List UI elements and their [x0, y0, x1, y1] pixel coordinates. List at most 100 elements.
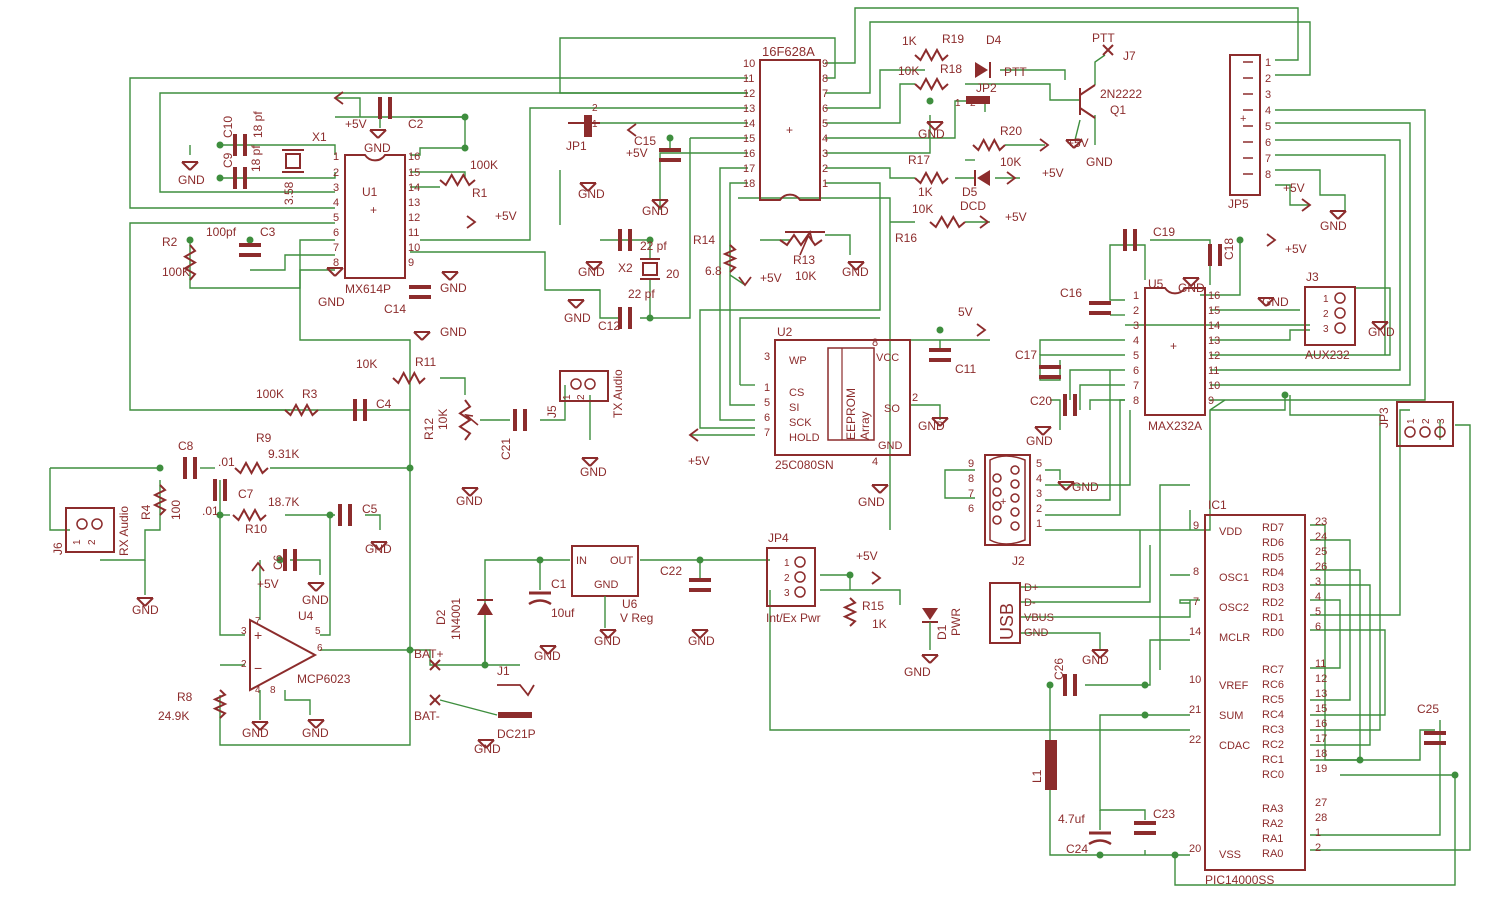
bat-minus-label: BAT- — [414, 709, 440, 723]
c21-name: C21 — [499, 438, 513, 460]
c26-name: C26 — [1052, 658, 1066, 680]
resistor-symbol — [439, 173, 476, 187]
u1-pin: 1 — [333, 151, 339, 163]
db9-pin-hole — [1010, 507, 1020, 517]
ic1-pin: 12 — [1315, 673, 1327, 685]
u3-pin: 18 — [743, 178, 755, 190]
ic1-pin: 17 — [1315, 733, 1327, 745]
plus5v-label: +5V — [495, 209, 517, 223]
supply-arrows: +5V+5V+5V+5V+5V+5V+5V+5V+5V+5V+5V — [251, 91, 1312, 591]
capacitor-plate — [689, 578, 711, 582]
gnd-label: GND — [1026, 434, 1053, 448]
d1-name: D1 — [935, 624, 949, 640]
j3-header: J3 AUX232 1 2 3 — [1304, 270, 1356, 362]
ic1-pin-name: RC3 — [1262, 724, 1284, 736]
jp1-pin: 2 — [592, 103, 598, 114]
supply-arrow-icon — [688, 428, 699, 442]
ground-icon — [567, 299, 585, 309]
ic1-pin: 11 — [1315, 658, 1326, 670]
svg-text:+: + — [786, 123, 793, 137]
u2-pin-name: SCK — [789, 417, 812, 429]
u2-pin: 3 — [764, 351, 770, 363]
jp3-pin: 3 — [1436, 418, 1447, 424]
resistor-symbol — [212, 689, 228, 719]
ic1-pin-name: RD3 — [1262, 582, 1284, 594]
ic1-pin: 25 — [1315, 546, 1327, 558]
r15-value: 1K — [872, 617, 887, 631]
u2-pin-name: SI — [789, 402, 799, 414]
ground-symbols: GNDGNDGNDGNDGNDGNDGNDGNDGNDGNDGNDGNDGNDG… — [132, 121, 1395, 756]
r11-name: R11 — [415, 355, 436, 369]
j2-pin: 4 — [1036, 473, 1042, 485]
j3-name: J3 — [1306, 270, 1319, 284]
r12-name: R12 — [422, 418, 436, 440]
u2-value: 25C080SN — [775, 458, 834, 472]
u3-pin: 15 — [743, 133, 755, 145]
gnd-label: GND — [688, 634, 715, 648]
u1-pin: 14 — [408, 182, 420, 194]
u3-pin: 4 — [822, 133, 828, 145]
c9-name: C9 — [221, 152, 235, 168]
j2-pin: 1 — [1036, 518, 1042, 530]
ic1-pin-name: RC6 — [1262, 679, 1284, 691]
c16-name: C16 — [1060, 286, 1082, 300]
gnd-label: GND — [474, 742, 501, 756]
jp1-pin: 1 — [592, 119, 598, 130]
gnd-label: GND — [365, 542, 392, 556]
u2-pin: 5 — [764, 397, 770, 409]
r4-name: R4 — [139, 504, 153, 520]
u1-value: MX614P — [345, 282, 391, 296]
ic1-pin-name: VSS — [1219, 849, 1241, 861]
supply-arrow-icon — [1039, 138, 1050, 152]
c9-value: 18 pf — [249, 145, 263, 172]
u4-pin: 6 — [317, 643, 323, 654]
c3-value: 100pf — [206, 225, 237, 239]
db9-pin-hole — [1010, 479, 1020, 489]
j5-name: J5 — [545, 405, 559, 418]
gnd-label: GND — [564, 311, 591, 325]
svg-text:+: + — [254, 627, 262, 643]
svg-text:+: + — [370, 203, 377, 217]
ic1-pin-name: VDD — [1219, 526, 1242, 538]
gnd-label: GND — [918, 127, 945, 141]
supply-arrow-icon — [1006, 171, 1017, 185]
j1-name: J1 — [497, 664, 510, 678]
u3-pin: 7 — [822, 88, 828, 100]
u3-pin: 3 — [822, 148, 828, 160]
capacitor-plate — [689, 588, 711, 592]
jp5-name: JP5 — [1228, 197, 1249, 211]
db9-pin-hole — [1010, 465, 1020, 475]
j1-value: DC21P — [497, 727, 536, 741]
d1-led: D1 PWR — [922, 608, 963, 650]
u5-name: U5 — [1148, 277, 1164, 291]
u2-pin-name: HOLD — [789, 432, 820, 444]
resistor-symbol — [183, 244, 197, 281]
u2-pin-name: CS — [789, 387, 804, 399]
resistor-symbol — [914, 170, 949, 186]
capacitor-plate — [1063, 394, 1067, 416]
c12-name: C12 — [598, 319, 620, 333]
plus5v-label: +5V — [1005, 210, 1027, 224]
u5-value: MAX232A — [1148, 419, 1202, 433]
plus5v-label: +5V — [1283, 181, 1305, 195]
u1-pin: 8 — [333, 257, 339, 269]
db9-pin-hole — [992, 515, 1002, 525]
gnd-label: GND — [580, 465, 607, 479]
capacitor-plate — [628, 307, 632, 329]
gnd-label: GND — [1178, 281, 1205, 295]
u4-pin: 2 — [241, 659, 247, 670]
ic1-pin-name: SUM — [1219, 710, 1243, 722]
r18-name: R18 — [940, 62, 962, 76]
ic1-pin-name: RD7 — [1262, 522, 1284, 534]
r10-value: 18.7K — [268, 495, 299, 509]
capacitor-plate — [223, 479, 227, 501]
capacitor-plate — [1063, 674, 1067, 696]
jp4-name: JP4 — [768, 531, 789, 545]
ic1-pin-name: CDAC — [1219, 740, 1250, 752]
c5-name: C5 — [362, 502, 378, 516]
gnd-label: GND — [842, 265, 869, 279]
u3-pin: 5 — [822, 118, 828, 130]
r15-name: R15 — [862, 599, 884, 613]
u3-value: 16F628A — [762, 44, 815, 59]
l1-name: L1 — [1030, 769, 1044, 783]
